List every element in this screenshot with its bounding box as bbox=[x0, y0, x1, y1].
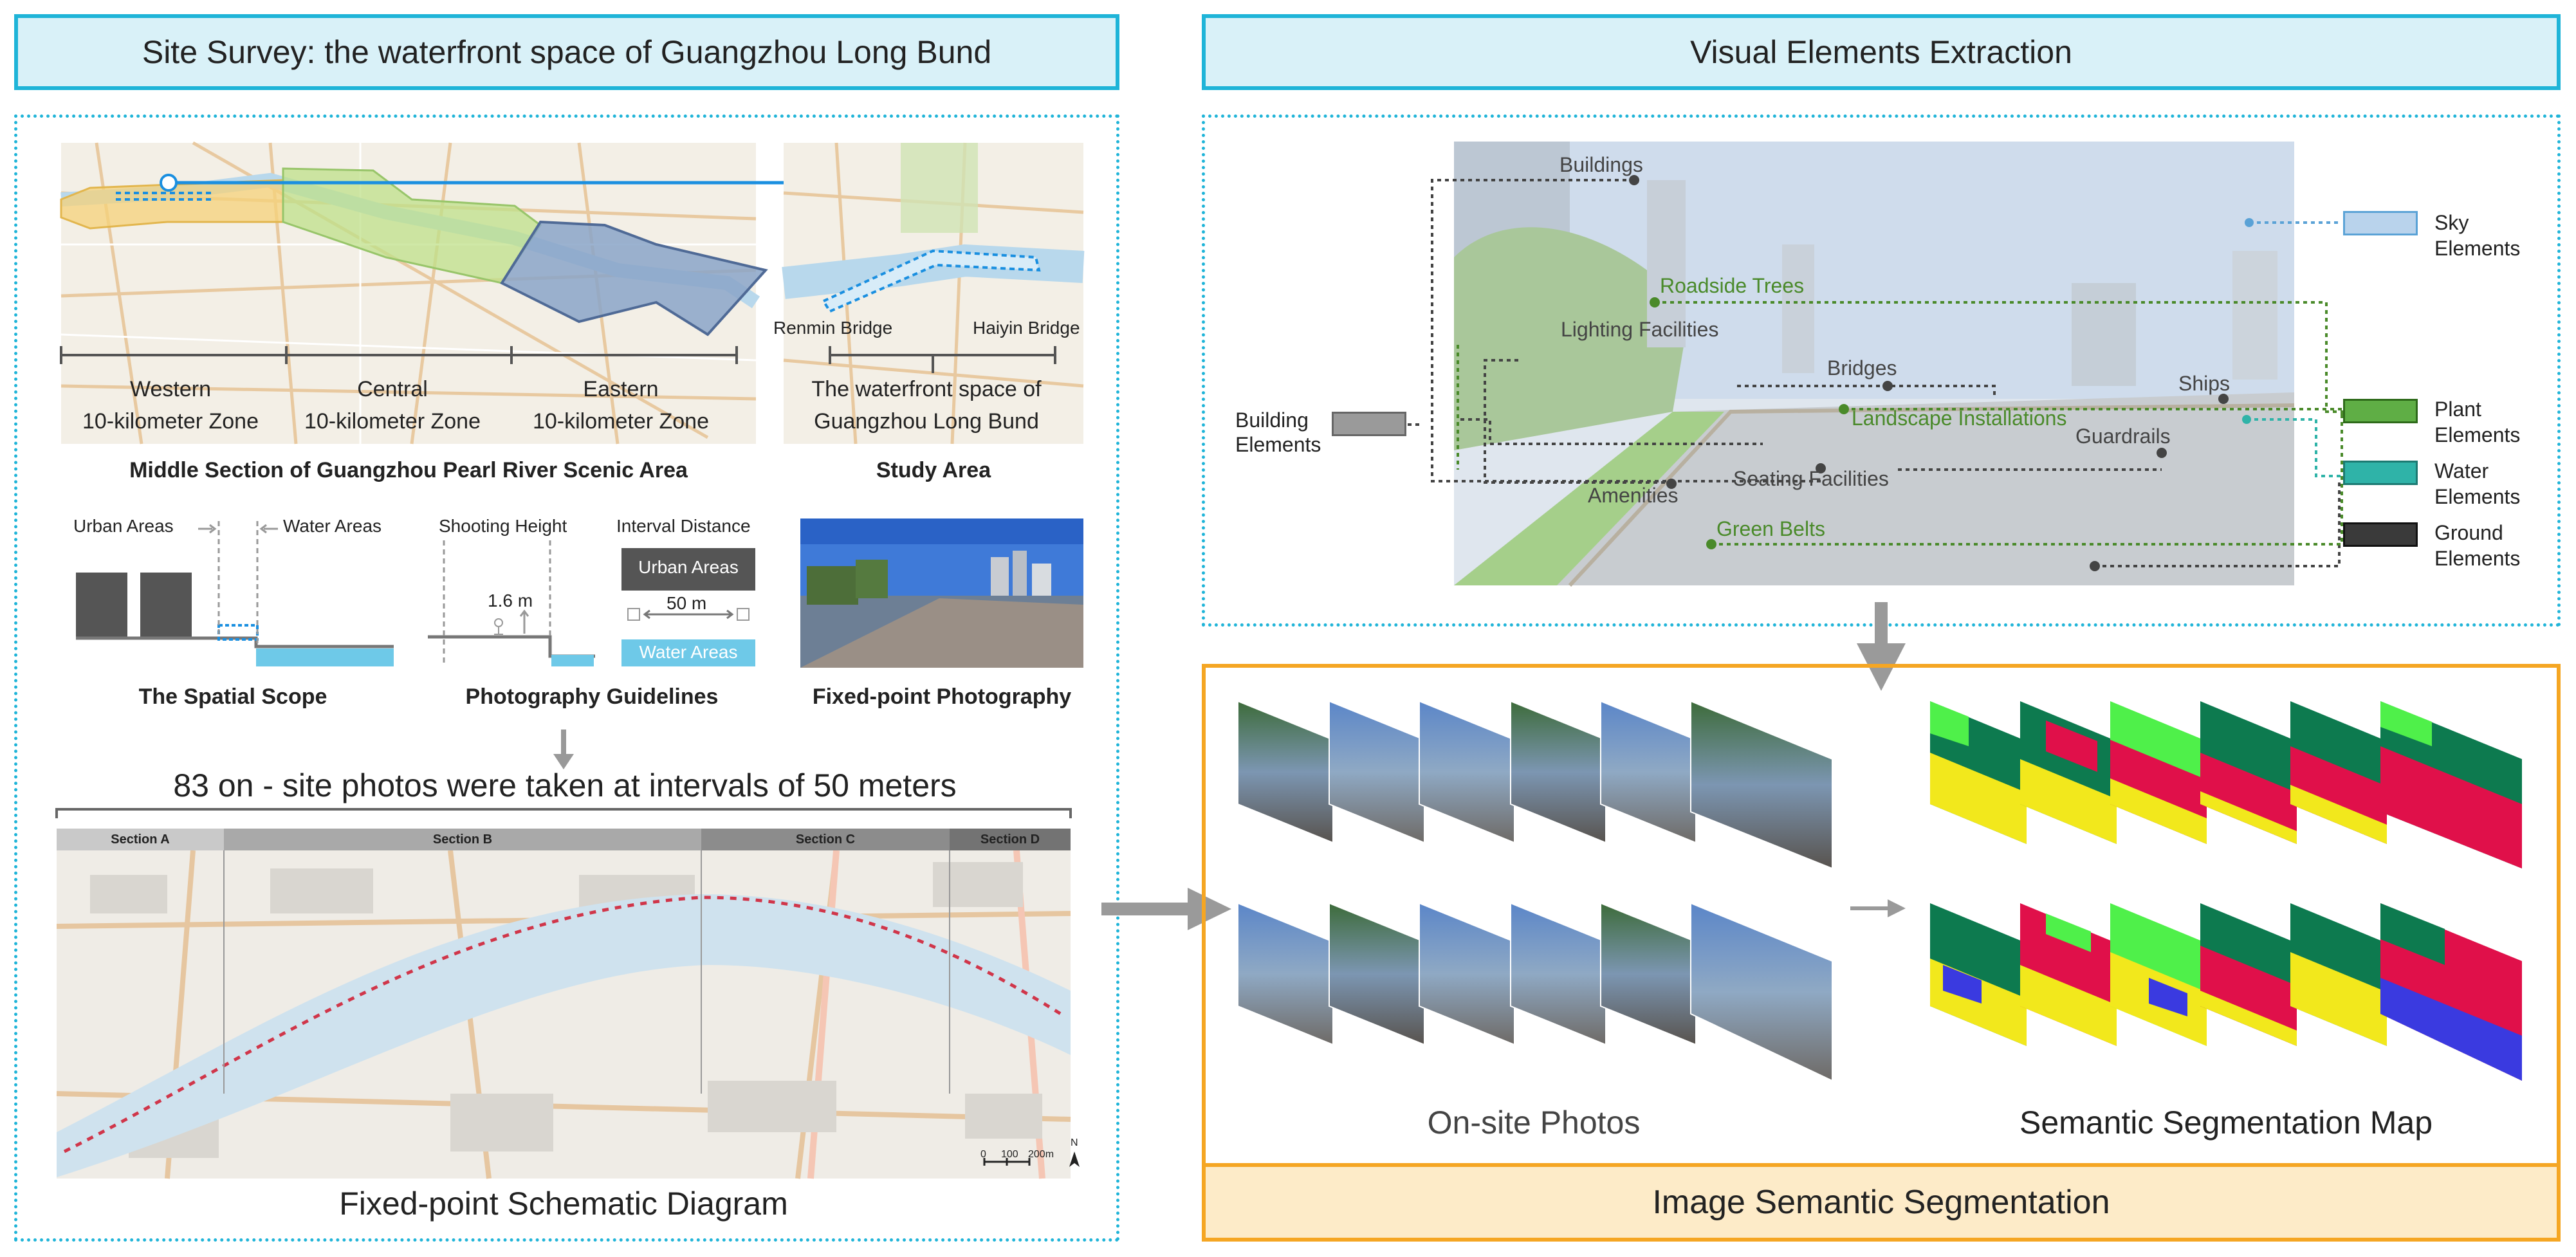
interval-distance-label: Interval Distance bbox=[616, 516, 751, 536]
haiyin-bridge-label: Haiyin Bridge bbox=[973, 318, 1080, 338]
caption-seg-map: Semantic Segmentation Map bbox=[2019, 1105, 2433, 1141]
label-roadside-trees: Roadside Trees bbox=[1660, 274, 1805, 297]
caption-photo-guidelines: Photography Guidelines bbox=[465, 684, 719, 709]
renmin-bridge-label: Renmin Bridge bbox=[773, 318, 893, 338]
caption-study-area: Study Area bbox=[876, 458, 991, 482]
interval-value: 50 m bbox=[667, 593, 707, 613]
label-lighting: Lighting Facilities bbox=[1561, 318, 1719, 341]
section-c: Section C bbox=[701, 829, 950, 850]
label-bridges: Bridges bbox=[1827, 356, 1897, 380]
caption-middle-section: Middle Section of Guangzhou Pearl River … bbox=[129, 458, 688, 482]
label-amenities: Amenities bbox=[1588, 484, 1679, 507]
label-green-belts: Green Belts bbox=[1716, 517, 1825, 540]
legend-ground-swatch bbox=[2343, 522, 2418, 547]
right-header: Visual Elements Extraction bbox=[1202, 14, 2561, 90]
legend-water-swatch bbox=[2343, 461, 2418, 485]
north-arrow-label: N bbox=[1071, 1137, 1078, 1148]
caption-spatial-scope: The Spatial Scope bbox=[138, 684, 327, 709]
shooting-height-label: Shooting Height bbox=[439, 516, 567, 536]
label-seating: Seating Facilities bbox=[1733, 467, 1889, 490]
photos-statement: 83 on - site photos were taken at interv… bbox=[173, 767, 957, 803]
scale-end: 200m bbox=[1028, 1149, 1054, 1160]
section-a: Section A bbox=[57, 829, 224, 850]
label-landscape: Landscape Installations bbox=[1852, 407, 2067, 430]
caption-schematic: Fixed-point Schematic Diagram bbox=[339, 1186, 788, 1222]
label-buildings: Buildings bbox=[1559, 153, 1643, 176]
site-survey-panel bbox=[14, 115, 1119, 1242]
guideline-urban-box: Urban Areas bbox=[638, 557, 739, 577]
legend-plant-swatch bbox=[2343, 399, 2418, 423]
water-areas-label: Water Areas bbox=[283, 516, 382, 536]
legend-sky-swatch bbox=[2343, 211, 2418, 235]
height-value: 1.6 m bbox=[488, 591, 533, 610]
section-d: Section D bbox=[950, 829, 1071, 850]
caption-onsite-photos: On-site Photos bbox=[1427, 1105, 1641, 1141]
urban-areas-label: Urban Areas bbox=[73, 516, 174, 536]
guideline-water-box: Water Areas bbox=[639, 642, 738, 662]
section-b: Section B bbox=[224, 829, 701, 850]
segmentation-panel bbox=[1202, 664, 2561, 1167]
label-guardrails: Guardrails bbox=[2075, 425, 2171, 448]
segmentation-header: Image Semantic Segmentation bbox=[1202, 1163, 2561, 1242]
scale-mid: 100 bbox=[1001, 1149, 1018, 1160]
left-header: Site Survey: the waterfront space of Gua… bbox=[14, 14, 1119, 90]
caption-fixed-point-photo: Fixed-point Photography bbox=[812, 684, 1072, 709]
label-ships: Ships bbox=[2178, 372, 2231, 395]
legend-building-swatch bbox=[1332, 412, 1406, 436]
scale-zero: 0 bbox=[980, 1149, 986, 1160]
